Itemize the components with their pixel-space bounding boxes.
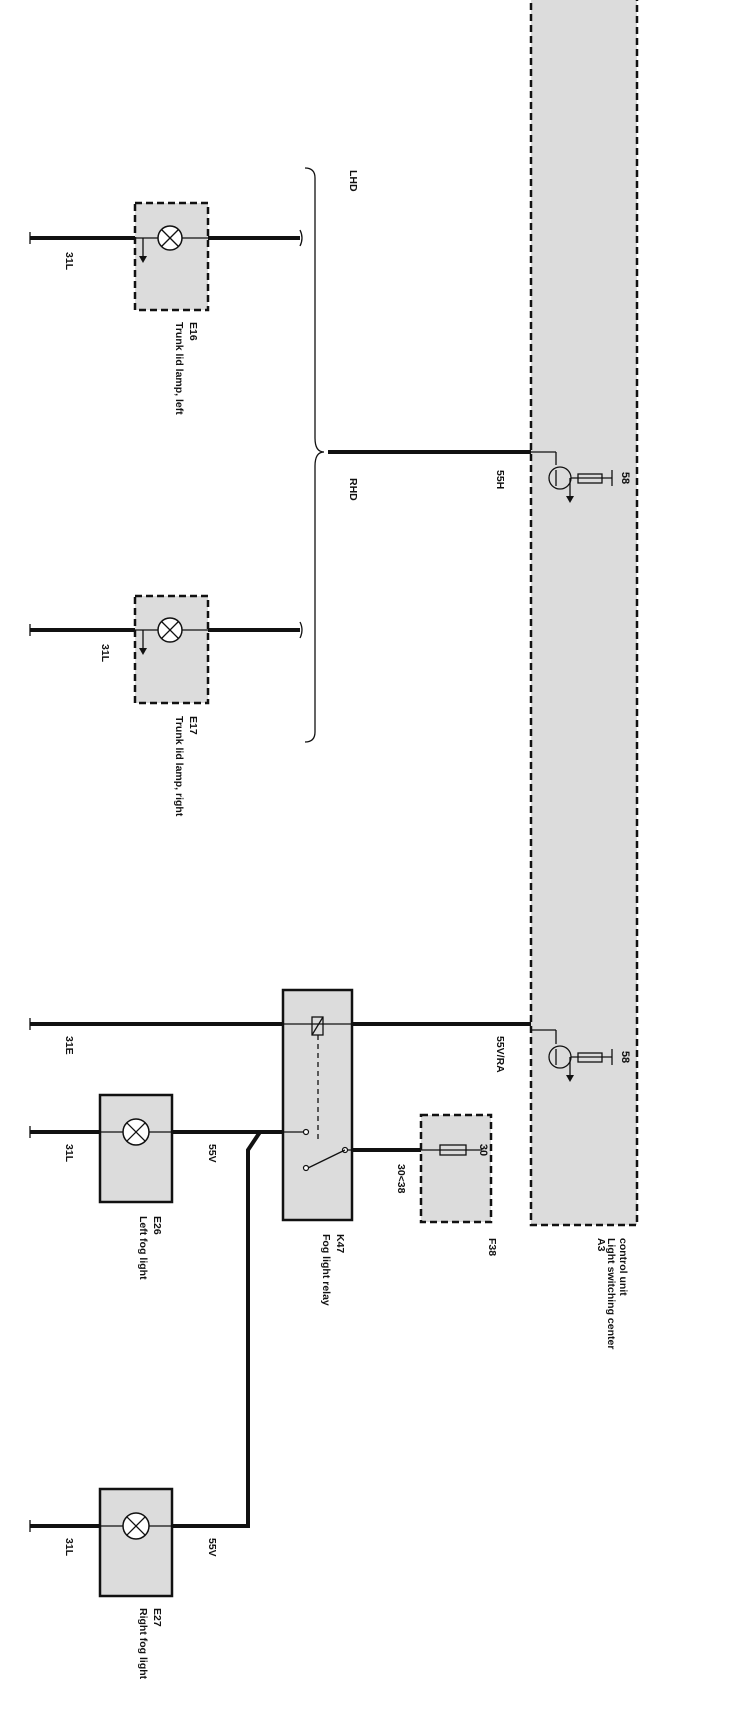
variant-bracket <box>304 167 325 743</box>
wire-label-e16-31l: 31L <box>63 252 75 271</box>
k47-name: Fog light relay <box>320 1234 332 1306</box>
e27-name: Right fog light <box>137 1608 149 1680</box>
wire-label-55h: 55H <box>494 470 506 489</box>
module-a3[interactable] <box>529 0 639 1227</box>
k47-ref: K47 <box>334 1234 346 1253</box>
wire-label-55v-right: 55V <box>206 1538 218 1557</box>
a3-name-line1: Light switching center <box>605 1238 617 1349</box>
component-e26[interactable] <box>98 1093 174 1204</box>
component-e17[interactable] <box>133 594 210 705</box>
wire-label-e27-31l: 31L <box>63 1538 75 1557</box>
f38-ref: F38 <box>486 1238 498 1256</box>
e16-ref: E16 <box>187 322 199 341</box>
wire-label-55vra: 55V/RA <box>494 1036 506 1073</box>
variant-rhd-label: RHD <box>347 478 359 501</box>
component-k47[interactable] <box>281 988 354 1222</box>
component-e16[interactable] <box>133 201 210 312</box>
a3-name-line2: control unit <box>617 1238 629 1296</box>
a3-pin-58-bottom: 58 <box>619 1051 631 1063</box>
e26-ref: E26 <box>151 1216 163 1235</box>
a3-ref: A3 <box>595 1238 607 1252</box>
f38-pin-30: 30 <box>477 1144 489 1156</box>
a3-pin-58-top: 58 <box>619 472 631 484</box>
a3-driver-transistor-1 <box>531 451 613 503</box>
variant-lhd-label: LHD <box>347 170 359 192</box>
e17-ref: E17 <box>187 716 199 735</box>
wire-label-e26-31l: 31L <box>63 1144 75 1163</box>
component-e27[interactable] <box>98 1487 174 1598</box>
e27-ref: E27 <box>151 1608 163 1627</box>
wire-label-e17-31l: 31L <box>99 644 111 663</box>
e16-name: Trunk lid lamp, left <box>173 322 185 415</box>
e26-name: Left fog light <box>137 1216 149 1280</box>
wire-label-31e: 31E <box>63 1036 75 1055</box>
wire-label-55v-left: 55V <box>206 1144 218 1163</box>
wire-label-30-38: 30<38 <box>395 1164 407 1194</box>
a3-driver-transistor-2 <box>531 1029 613 1082</box>
e17-name: Trunk lid lamp, right <box>173 716 185 817</box>
component-f38[interactable] <box>419 1113 493 1224</box>
wire-55v-right-branch[interactable] <box>172 1130 275 1528</box>
